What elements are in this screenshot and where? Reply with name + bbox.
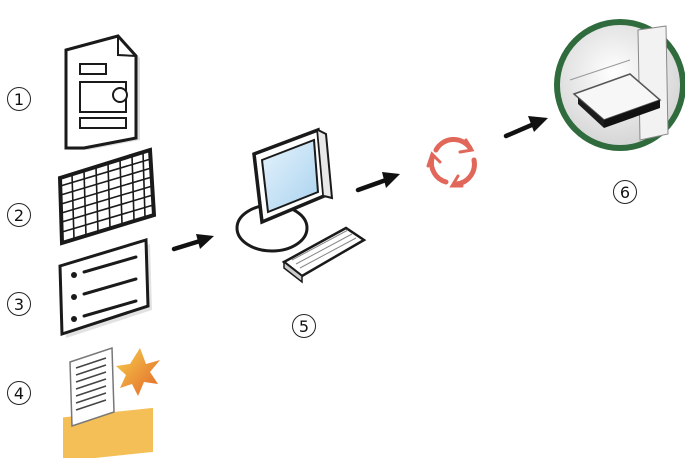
arrow-icon bbox=[503, 116, 548, 139]
step-number-4: 4 bbox=[7, 381, 31, 405]
step-number-6: 6 bbox=[613, 180, 637, 204]
output-tray-icon bbox=[554, 19, 685, 151]
document-with-image-icon bbox=[63, 346, 160, 458]
step-number-2: 2 bbox=[7, 203, 31, 227]
arrow-icon bbox=[355, 172, 400, 193]
arrow-icon bbox=[171, 234, 214, 252]
spreadsheet-grid-icon bbox=[57, 147, 157, 246]
bulleted-list-icon bbox=[58, 237, 152, 338]
step-number-3: 3 bbox=[7, 292, 31, 316]
computer-icon bbox=[235, 127, 367, 284]
step-number-1: 1 bbox=[7, 87, 31, 111]
cycle-arrows-icon bbox=[426, 136, 477, 188]
document-form-icon bbox=[64, 34, 140, 150]
step-number-5: 5 bbox=[292, 314, 316, 338]
